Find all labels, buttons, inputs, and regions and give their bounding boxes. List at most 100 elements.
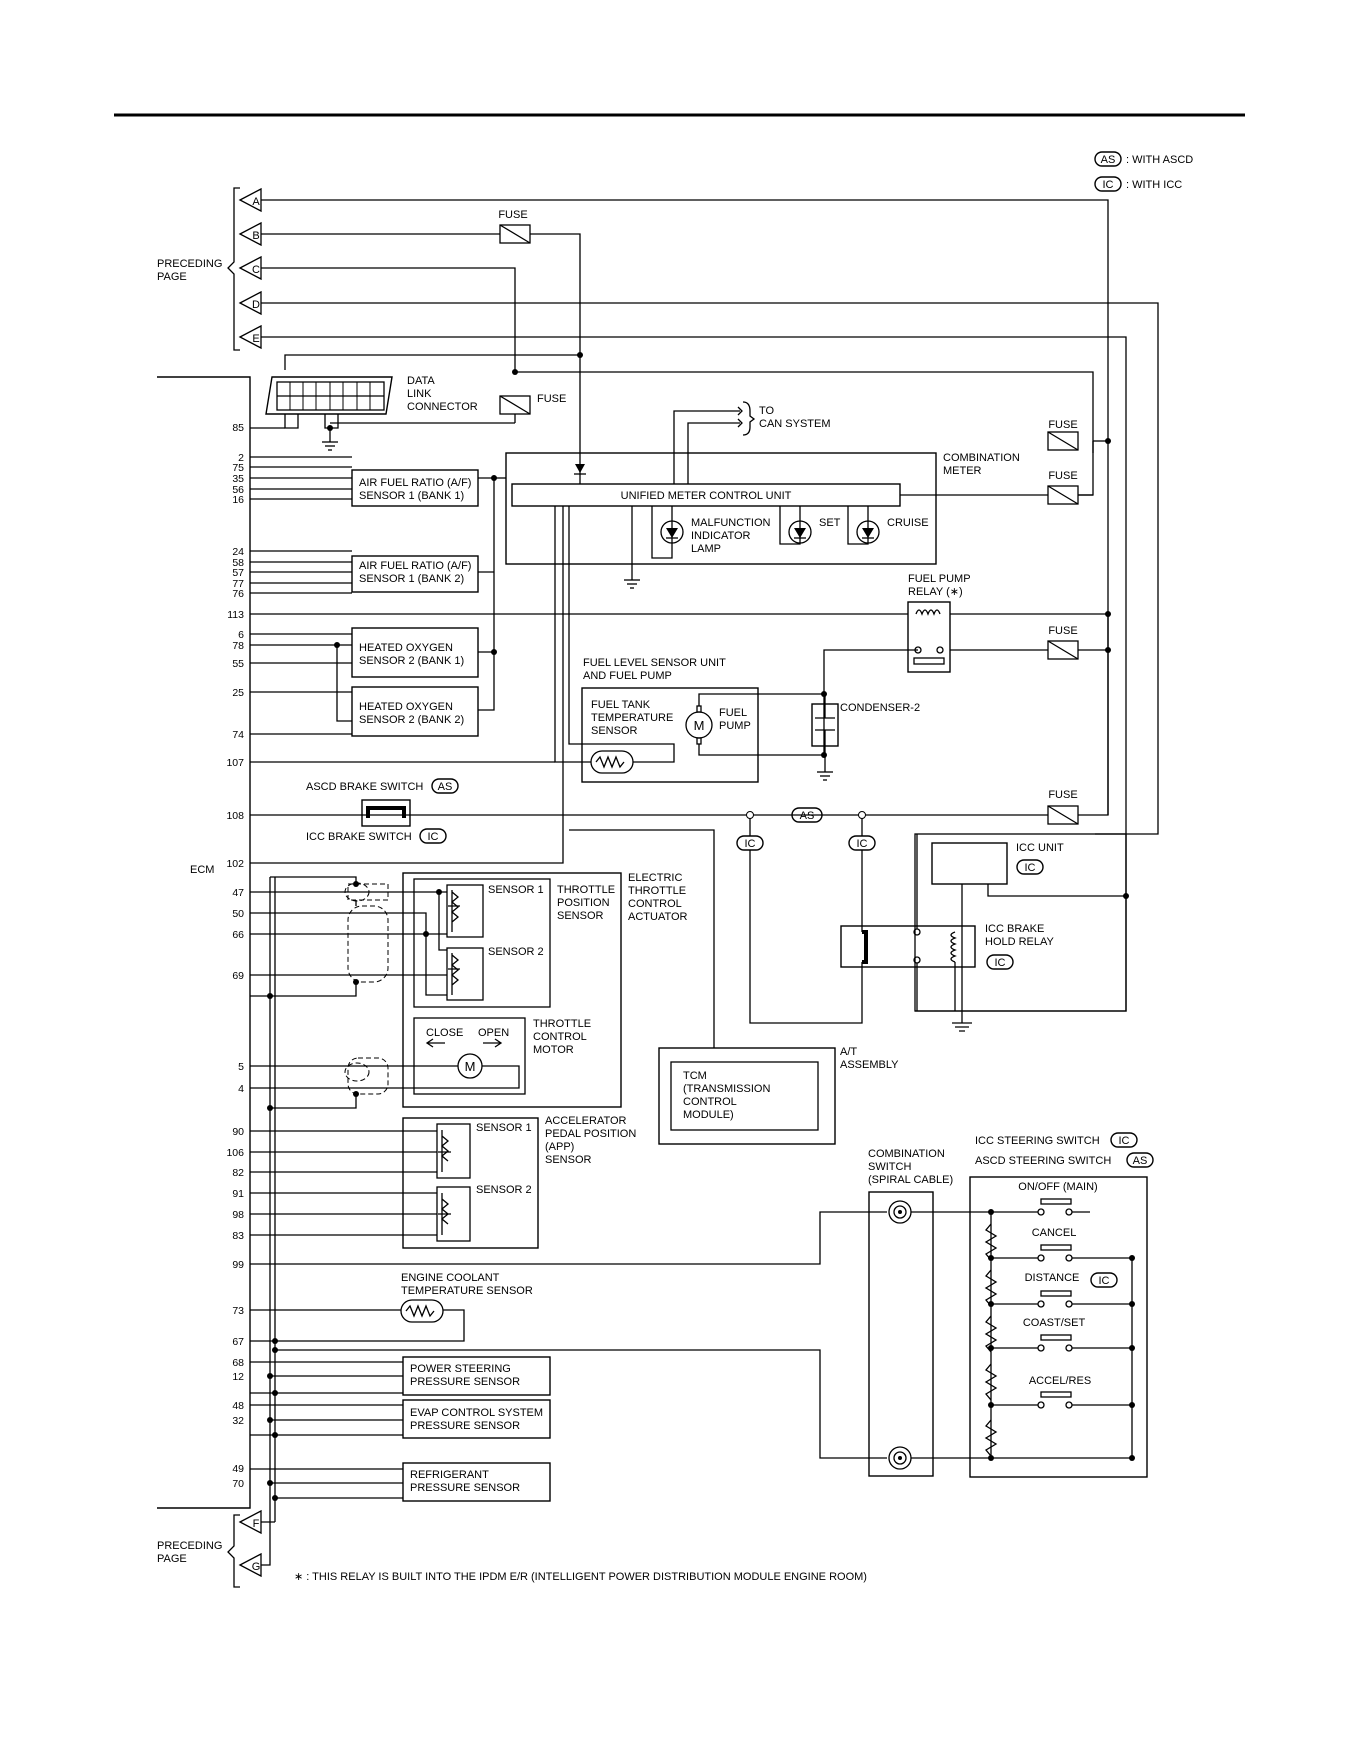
connector-g: G (252, 1561, 261, 1573)
svg-text:IC: IC (1025, 862, 1036, 874)
svg-text:77: 77 (232, 578, 244, 590)
svg-text:ENGINE COOLANT: ENGINE COOLANT (401, 1272, 500, 1284)
ps-pressure-sensor: POWER STEERING PRESSURE SENSOR (250, 1356, 551, 1396)
svg-text:58: 58 (232, 557, 244, 569)
svg-text:16: 16 (232, 494, 244, 506)
svg-text:68: 68 (232, 1357, 244, 1369)
mil-label-3: LAMP (691, 543, 721, 555)
svg-text:M: M (465, 1059, 476, 1074)
svg-text:ASCD STEERING SWITCH: ASCD STEERING SWITCH (975, 1155, 1111, 1167)
svg-text:CANCEL: CANCEL (1032, 1227, 1077, 1239)
preceding-label-top-1: PRECEDING (157, 258, 222, 270)
svg-text:SENSOR 1: SENSOR 1 (476, 1122, 532, 1134)
svg-text:MOTOR: MOTOR (533, 1044, 574, 1056)
refrigerant-pressure-sensor: REFRIGERANT PRESSURE SENSOR (250, 1462, 551, 1502)
svg-text:RELAY (∗): RELAY (∗) (908, 586, 963, 598)
svg-text:50: 50 (232, 908, 244, 920)
icc-brake-label: ICC BRAKE SWITCH (306, 831, 412, 843)
svg-text:SENSOR 2: SENSOR 2 (476, 1184, 532, 1196)
ho2-sensor-bank1: HEATED OXYGEN SENSOR 2 (BANK 1) (351, 627, 479, 678)
can-label-1: TO (759, 405, 775, 417)
ect-sensor: ENGINE COOLANT TEMPERATURE SENSOR (250, 1272, 533, 1342)
can-label-2: CAN SYSTEM (759, 418, 831, 430)
svg-text:M: M (694, 718, 705, 733)
svg-text:6: 6 (238, 629, 244, 641)
pin-113: 113 (227, 609, 244, 621)
svg-text:MODULE): MODULE) (683, 1109, 734, 1121)
meter-label-1: COMBINATION (943, 452, 1020, 464)
preceding-page-top: PRECEDING PAGE A B C D E (157, 187, 262, 351)
svg-text:A/T: A/T (840, 1046, 857, 1058)
cruise-label: CRUISE (887, 517, 929, 529)
svg-text:CONTROL: CONTROL (628, 898, 682, 910)
svg-text:ACCEL/RES: ACCEL/RES (1029, 1375, 1091, 1387)
svg-text:PRECEDING: PRECEDING (157, 1540, 222, 1552)
svg-text:25: 25 (232, 687, 244, 699)
ecm-border (157, 376, 251, 1509)
svg-text:ASSEMBLY: ASSEMBLY (840, 1059, 899, 1071)
svg-text:TEMPERATURE SENSOR: TEMPERATURE SENSOR (401, 1285, 533, 1297)
svg-text:THROTTLE: THROTTLE (628, 885, 686, 897)
svg-text:SENSOR 2 (BANK 2): SENSOR 2 (BANK 2) (359, 714, 464, 726)
connector-b: B (252, 230, 259, 242)
svg-text:IC: IC (428, 831, 439, 843)
wire-99 (250, 1211, 887, 1265)
svg-text:SENSOR 2: SENSOR 2 (488, 946, 544, 958)
svg-text:ELECTRIC: ELECTRIC (628, 872, 682, 884)
steering-switch: ICC STEERING SWITCH IC ASCD STEERING SWI… (969, 1132, 1154, 1478)
svg-text:AIR FUEL RATIO (A/F): AIR FUEL RATIO (A/F) (359, 477, 471, 489)
connector-f: F (253, 1518, 260, 1530)
svg-text:AND FUEL PUMP: AND FUEL PUMP (583, 670, 672, 682)
svg-text:ICC UNIT: ICC UNIT (1016, 842, 1064, 854)
brake-switches: ASCD BRAKE SWITCH AS ICC BRAKE SWITCH IC… (250, 778, 1048, 1024)
svg-text:106: 106 (226, 1147, 244, 1159)
can-system: TO CAN SYSTEM (673, 401, 831, 484)
at-assembly: A/T ASSEMBLY TCM (TRANSMISSION CONTROL M… (569, 829, 899, 1145)
svg-text:FUEL PUMP: FUEL PUMP (908, 573, 971, 585)
svg-text:COMBINATION: COMBINATION (868, 1148, 945, 1160)
electric-throttle-actuator: ELECTRIC THROTTLE CONTROL ACTUATOR SENSO… (250, 872, 688, 1108)
svg-text:ACTUATOR: ACTUATOR (628, 911, 688, 923)
wire-102 (250, 506, 564, 864)
dlc-label-3: CONNECTOR (407, 401, 478, 413)
legend-ic-text: : WITH ICC (1126, 179, 1182, 191)
fuel-level-unit: FUEL LEVEL SENSOR UNIT AND FUEL PUMP FUE… (554, 506, 825, 783)
svg-text:4: 4 (238, 1083, 244, 1095)
fuse-label-meter-1: FUSE (1048, 419, 1077, 431)
svg-text:70: 70 (232, 1478, 244, 1490)
right-fuse-bus (950, 438, 1111, 816)
svg-text:AIR FUEL RATIO (A/F): AIR FUEL RATIO (A/F) (359, 560, 471, 572)
fuse-label-dlc: FUSE (537, 393, 566, 405)
svg-text:PAGE: PAGE (157, 1553, 187, 1565)
data-link-connector: DATA LINK CONNECTOR (250, 375, 478, 451)
pin-85: 85 (232, 422, 244, 434)
svg-text:PRESSURE SENSOR: PRESSURE SENSOR (410, 1482, 520, 1494)
svg-text:2: 2 (238, 452, 244, 464)
svg-text:82: 82 (232, 1167, 244, 1179)
unified-meter-label: UNIFIED METER CONTROL UNIT (621, 490, 792, 502)
svg-text:35: 35 (232, 473, 244, 485)
legend-as-badge: AS (1101, 154, 1116, 166)
dlc-label-2: LINK (407, 388, 432, 400)
icc-unit: ICC UNIT IC (931, 842, 1129, 1011)
svg-text:SENSOR 1: SENSOR 1 (488, 884, 544, 896)
mil-label-1: MALFUNCTION (691, 517, 771, 529)
dlc-label-1: DATA (407, 375, 435, 387)
footnote: ∗ : THIS RELAY IS BUILT INTO THE IPDM E/… (294, 1571, 867, 1583)
svg-text:55: 55 (232, 658, 244, 670)
svg-text:ICC STEERING SWITCH: ICC STEERING SWITCH (975, 1135, 1100, 1147)
legend-as-text: : WITH ASCD (1126, 154, 1193, 166)
connector-d: D (252, 299, 260, 311)
svg-text:FUEL: FUEL (719, 707, 747, 719)
preceding-label-top-2: PAGE (157, 271, 187, 283)
af-sensor-bank2: AIR FUEL RATIO (A/F) SENSOR 1 (BANK 2) (250, 550, 479, 594)
pin-107: 107 (226, 757, 244, 769)
svg-text:HEATED OXYGEN: HEATED OXYGEN (359, 701, 453, 713)
svg-text:91: 91 (232, 1188, 244, 1200)
evap-pressure-sensor: EVAP CONTROL SYSTEM PRESSURE SENSOR (250, 1399, 551, 1439)
svg-text:SWITCH: SWITCH (868, 1161, 911, 1173)
svg-text:75: 75 (232, 462, 244, 474)
svg-text:REFRIGERANT: REFRIGERANT (410, 1469, 489, 1481)
